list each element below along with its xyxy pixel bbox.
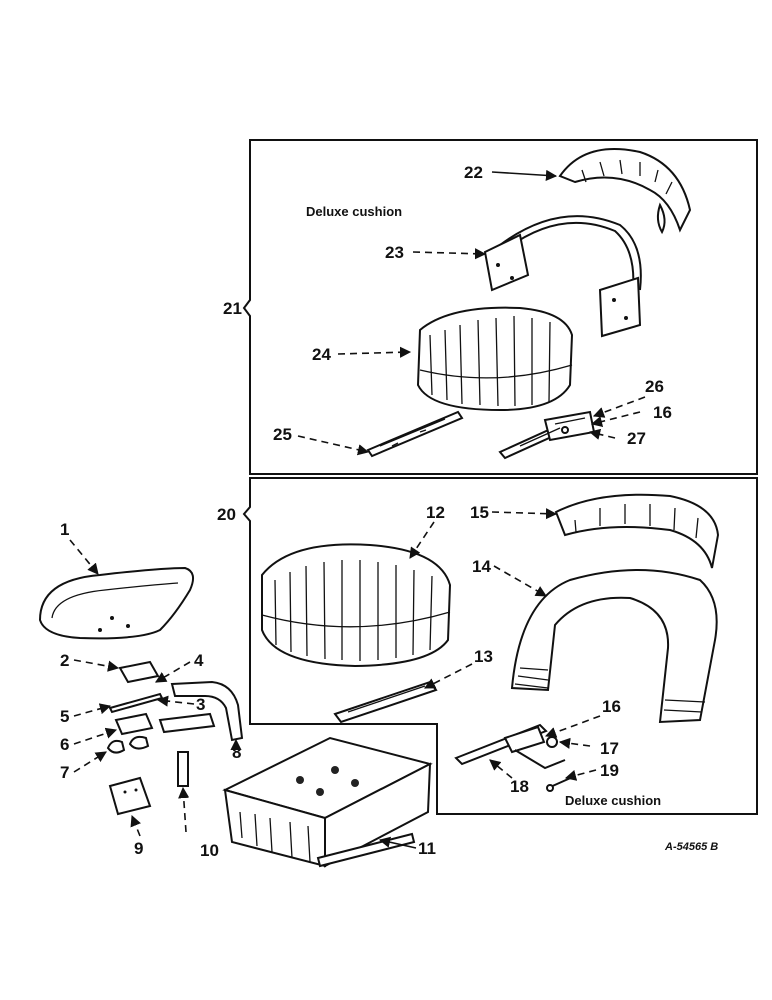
leader-lines (69, 169, 646, 849)
callout-26: 26 (645, 377, 664, 396)
callout-18: 18 (510, 777, 529, 796)
callout-15: 15 (470, 503, 489, 522)
callout-13: 13 (474, 647, 493, 666)
part-8-spring-strap (158, 680, 244, 742)
callout-9: 9 (134, 839, 143, 858)
lower-group-caption: Deluxe cushion (565, 793, 661, 808)
upper-group-frame (242, 139, 758, 475)
part-25-slide-rail (366, 410, 464, 458)
catalog-number: A-54565 B (664, 841, 718, 853)
callout-22: 22 (464, 163, 483, 182)
lower-group-frame (242, 477, 758, 815)
part-9-plate (108, 776, 152, 816)
callout-7: 7 (60, 763, 69, 782)
part-26-27-adjuster (498, 410, 596, 460)
callout-10: 10 (200, 841, 219, 860)
callout-20: 20 (217, 505, 236, 524)
callout-21: 21 (223, 299, 242, 318)
callout-19: 19 (600, 761, 619, 780)
callout-16-upper: 16 (653, 403, 672, 422)
part-11-base-box (222, 736, 433, 868)
callout-3: 3 (196, 695, 205, 714)
part-24-seat-cushion (416, 306, 574, 412)
callout-23: 23 (385, 243, 404, 262)
part-13-slide-rail (333, 680, 438, 724)
parts-2-7-hardware (106, 660, 164, 754)
callout-6: 6 (60, 735, 69, 754)
callout-labels: 22 23 21 24 26 16 25 27 20 12 15 1 14 13… (60, 163, 672, 860)
part-12-seat-cushion (261, 543, 452, 668)
part-1-pan-seat (38, 566, 195, 640)
callout-16-lower: 16 (602, 697, 621, 716)
callout-5: 5 (60, 707, 69, 726)
part-15-backrest-pad (554, 493, 720, 569)
upper-group-caption: Deluxe cushion (306, 204, 402, 219)
callout-12: 12 (426, 503, 445, 522)
callout-8: 8 (232, 743, 241, 762)
part-23-backrest-frame (483, 215, 642, 338)
callout-17: 17 (600, 739, 619, 758)
callout-11: 11 (418, 839, 436, 858)
callout-2: 2 (60, 651, 69, 670)
callout-14: 14 (472, 557, 491, 576)
part-22-backrest-pad (558, 148, 692, 235)
part-14-backrest-shell (510, 569, 718, 724)
callout-24: 24 (312, 345, 331, 364)
callout-1: 1 (60, 520, 69, 539)
callout-25: 25 (273, 425, 292, 444)
part-10-pin (177, 751, 189, 787)
callout-4: 4 (194, 651, 204, 670)
callout-27: 27 (627, 429, 646, 448)
